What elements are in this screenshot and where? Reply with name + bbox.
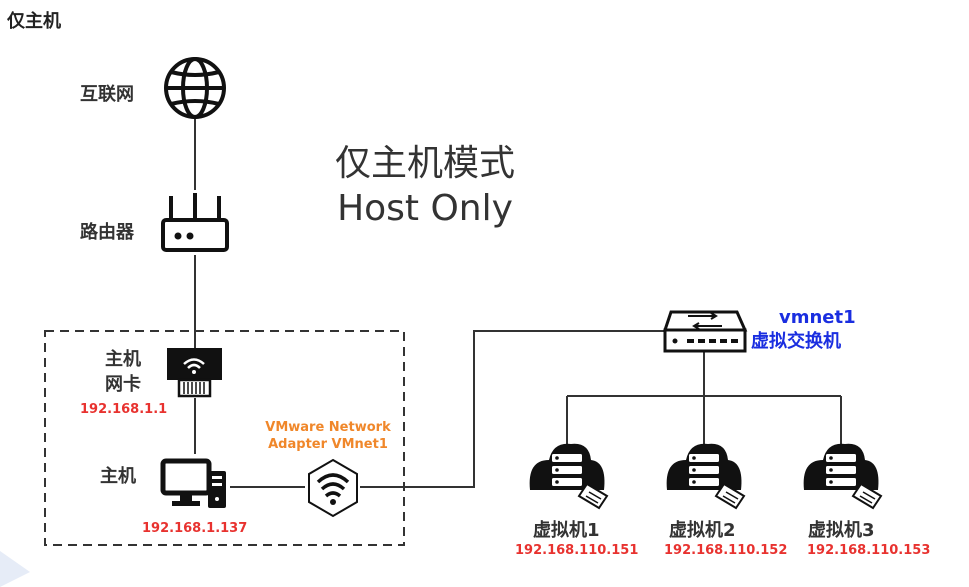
host-nic-label-2: 网卡 bbox=[105, 374, 141, 395]
internet-label: 互联网 bbox=[80, 84, 134, 105]
host-boundary bbox=[44, 330, 405, 546]
page-title: 仅主机 bbox=[7, 11, 61, 32]
mode-title-en: Host Only bbox=[337, 188, 513, 229]
corner-accent bbox=[0, 551, 30, 587]
vm-server-icon-1 bbox=[529, 443, 609, 510]
mode-title-cn: 仅主机模式 bbox=[334, 143, 515, 184]
computer-icon bbox=[160, 458, 226, 508]
vm1-ip: 192.168.110.151 bbox=[515, 543, 639, 558]
line-adapter-switch bbox=[360, 330, 666, 488]
router-label: 路由器 bbox=[80, 222, 134, 243]
vm3-label: 虚拟机3 bbox=[808, 520, 875, 541]
connection-lines bbox=[194, 118, 842, 488]
vm3-ip: 192.168.110.153 bbox=[807, 543, 931, 558]
vmware-adapter-label-1: VMware Network bbox=[265, 420, 391, 435]
virtual-switch-label: 虚拟交换机 bbox=[751, 331, 841, 352]
host-ip: 192.168.1.137 bbox=[142, 521, 248, 536]
vm2-ip: 192.168.110.152 bbox=[664, 543, 788, 558]
router-icon bbox=[161, 193, 229, 252]
globe-icon bbox=[164, 57, 226, 119]
network-card-icon bbox=[167, 348, 222, 398]
wifi-adapter-icon bbox=[308, 458, 358, 518]
host-label: 主机 bbox=[100, 466, 136, 487]
vm-server-icon-2 bbox=[666, 443, 746, 510]
host-nic-label-1: 主机 bbox=[105, 349, 141, 370]
host-nic-ip: 192.168.1.1 bbox=[80, 402, 168, 417]
vm1-label: 虚拟机1 bbox=[533, 520, 600, 541]
switch-icon bbox=[662, 310, 748, 353]
vm2-label: 虚拟机2 bbox=[669, 520, 736, 541]
vmware-adapter-label-2: Adapter VMnet1 bbox=[268, 437, 388, 452]
vm-server-icon-3 bbox=[803, 443, 883, 510]
vmnet1-label: vmnet1 bbox=[779, 307, 856, 328]
